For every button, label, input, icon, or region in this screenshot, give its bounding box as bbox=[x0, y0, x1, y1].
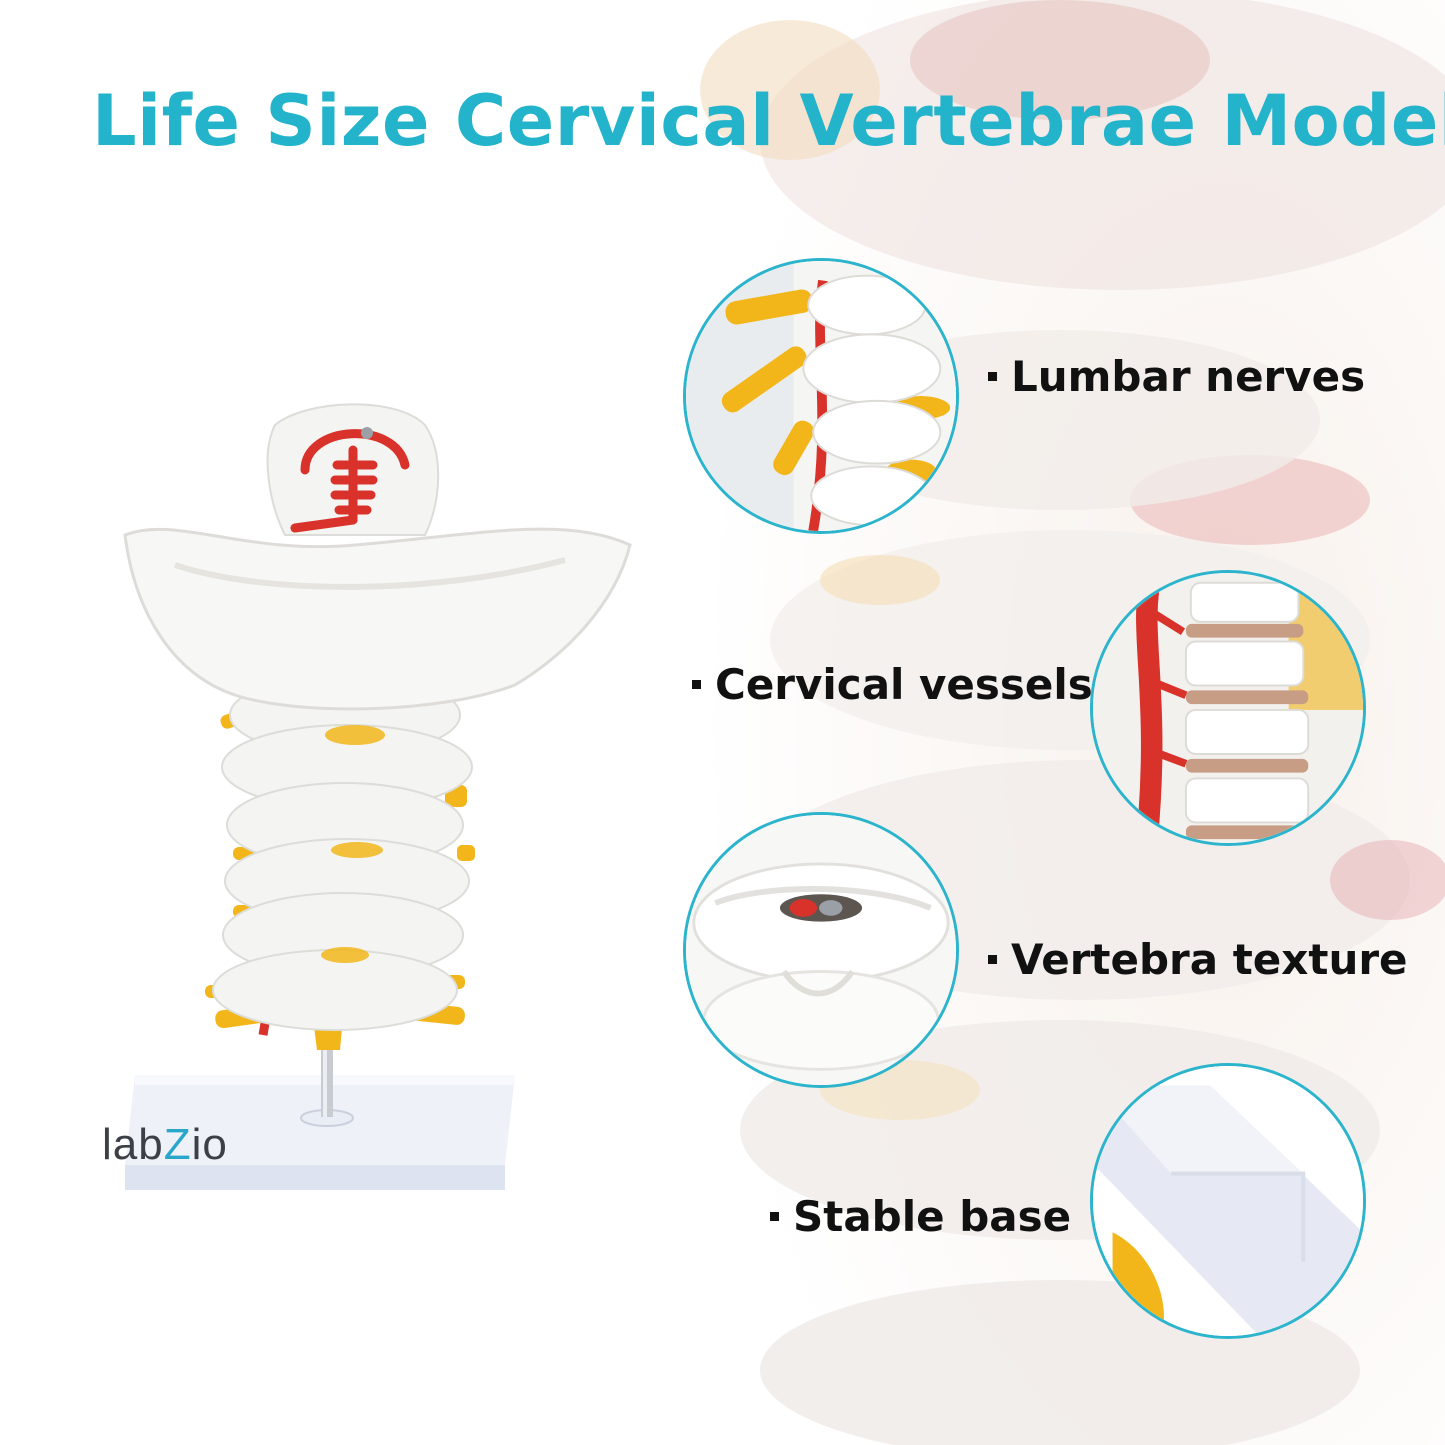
callout-image-cervical-vessels bbox=[1090, 570, 1366, 846]
bullet-icon bbox=[770, 1212, 779, 1221]
feature-cervical-vessels: Cervical vessels bbox=[692, 657, 1093, 713]
feature-label: Lumbar nerves bbox=[1011, 352, 1366, 401]
feature-label: Vertebra texture bbox=[1011, 935, 1408, 984]
page-title: Life Size Cervical Vertebrae Model bbox=[92, 80, 1445, 162]
logo-text-accent: Z bbox=[163, 1120, 192, 1169]
logo-text-suffix: io bbox=[191, 1120, 228, 1169]
cervical-vertebrae-model-image bbox=[123, 403, 632, 1190]
callout-image-vertebra-texture bbox=[683, 812, 959, 1088]
feature-lumbar-nerves: Lumbar nerves bbox=[988, 349, 1365, 405]
feature-label: Stable base bbox=[793, 1192, 1072, 1241]
labzio-logo: labZio bbox=[102, 1115, 228, 1175]
logo-text-prefix: lab bbox=[102, 1120, 164, 1169]
bullet-icon bbox=[988, 372, 997, 381]
feature-vertebra-texture: Vertebra texture bbox=[988, 932, 1408, 988]
callout-image-lumbar-nerves bbox=[683, 258, 959, 534]
bullet-icon bbox=[692, 680, 701, 689]
feature-stable-base: Stable base bbox=[770, 1189, 1071, 1245]
feature-label: Cervical vessels bbox=[715, 660, 1093, 709]
callout-image-stable-base bbox=[1090, 1063, 1366, 1339]
bullet-icon bbox=[988, 955, 997, 964]
